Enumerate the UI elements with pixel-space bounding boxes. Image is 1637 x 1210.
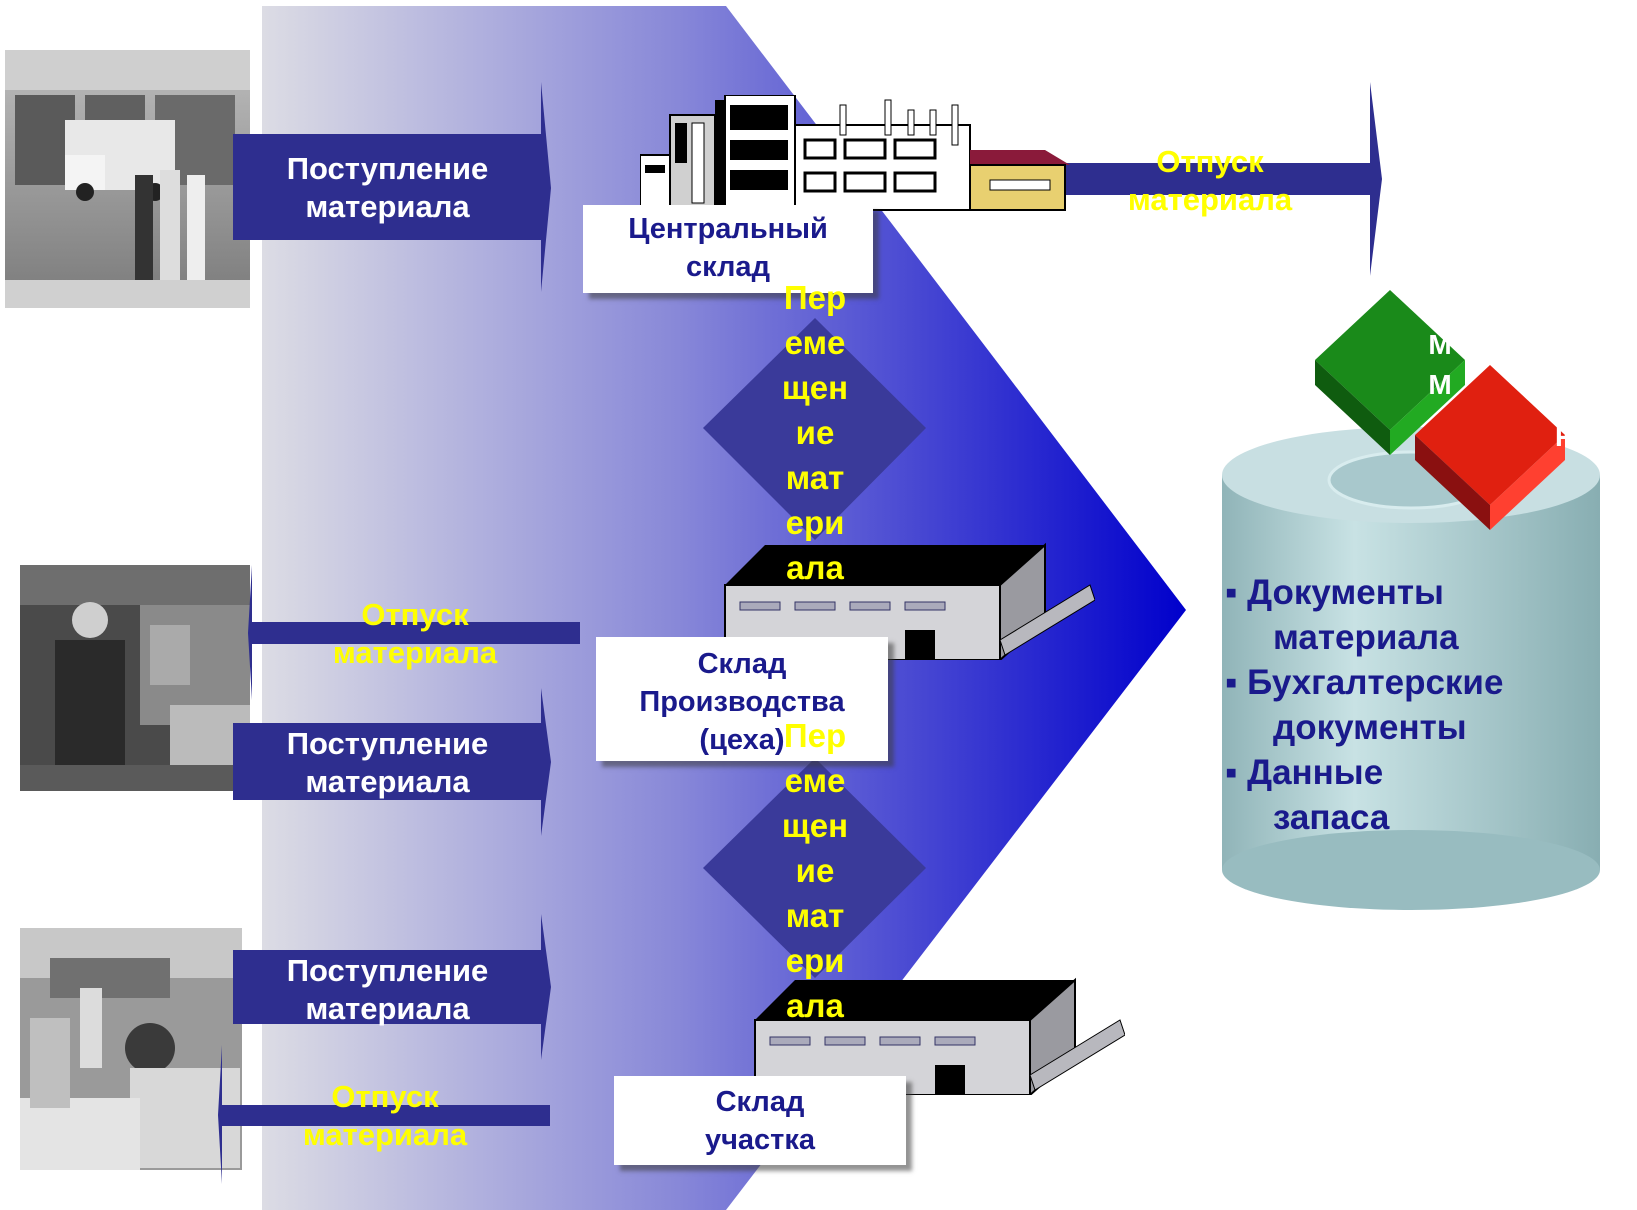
- mm-module-cube: [1315, 290, 1465, 455]
- issue-arrow-top-right: [1010, 82, 1382, 276]
- receipt-arrow-middle: [233, 688, 551, 836]
- database-item-documents: ▪ Документы: [1225, 573, 1444, 612]
- fi-module-label: FI: [1555, 421, 1580, 452]
- receipt-arrow-top: [233, 82, 551, 292]
- factory-icon: [640, 95, 1070, 211]
- transfer-diamond-top: [703, 318, 926, 540]
- transfer-label-top: Пер еме щен ие мат ери ала: [781, 279, 849, 586]
- area-warehouse-box: [614, 1076, 906, 1165]
- fi-module-cube: [1415, 365, 1565, 530]
- production-warehouse-box: [596, 637, 888, 761]
- photo-truck-delivery: [5, 50, 250, 308]
- photo-lab-worker: [20, 928, 242, 1170]
- transfer-diamond-bottom: [703, 758, 926, 978]
- receipt-arrow-bottom: [233, 914, 551, 1060]
- issue-arrow-bottom-left: [218, 1045, 550, 1184]
- database-item-accounting: ▪ Бухгалтерские: [1225, 663, 1504, 702]
- database-item-accounting-cont: документы: [1273, 708, 1467, 747]
- database-item-documents-cont: материала: [1273, 618, 1459, 657]
- mm-module-label: M M: [1428, 329, 1452, 400]
- transfer-label-bottom: Пер еме щен ие мат ери ала: [781, 717, 849, 1024]
- central-warehouse-box: [583, 205, 873, 293]
- database-item-stock-cont: запаса: [1273, 798, 1390, 837]
- photo-workshop-worker: [20, 565, 250, 791]
- database-items-list: ▪ Документы материала ▪ Бухгалтерские до…: [1225, 570, 1503, 840]
- database-cylinder: [1222, 290, 1600, 910]
- database-item-stock: ▪ Данные: [1225, 753, 1384, 792]
- issue-arrow-middle-left: [248, 565, 580, 700]
